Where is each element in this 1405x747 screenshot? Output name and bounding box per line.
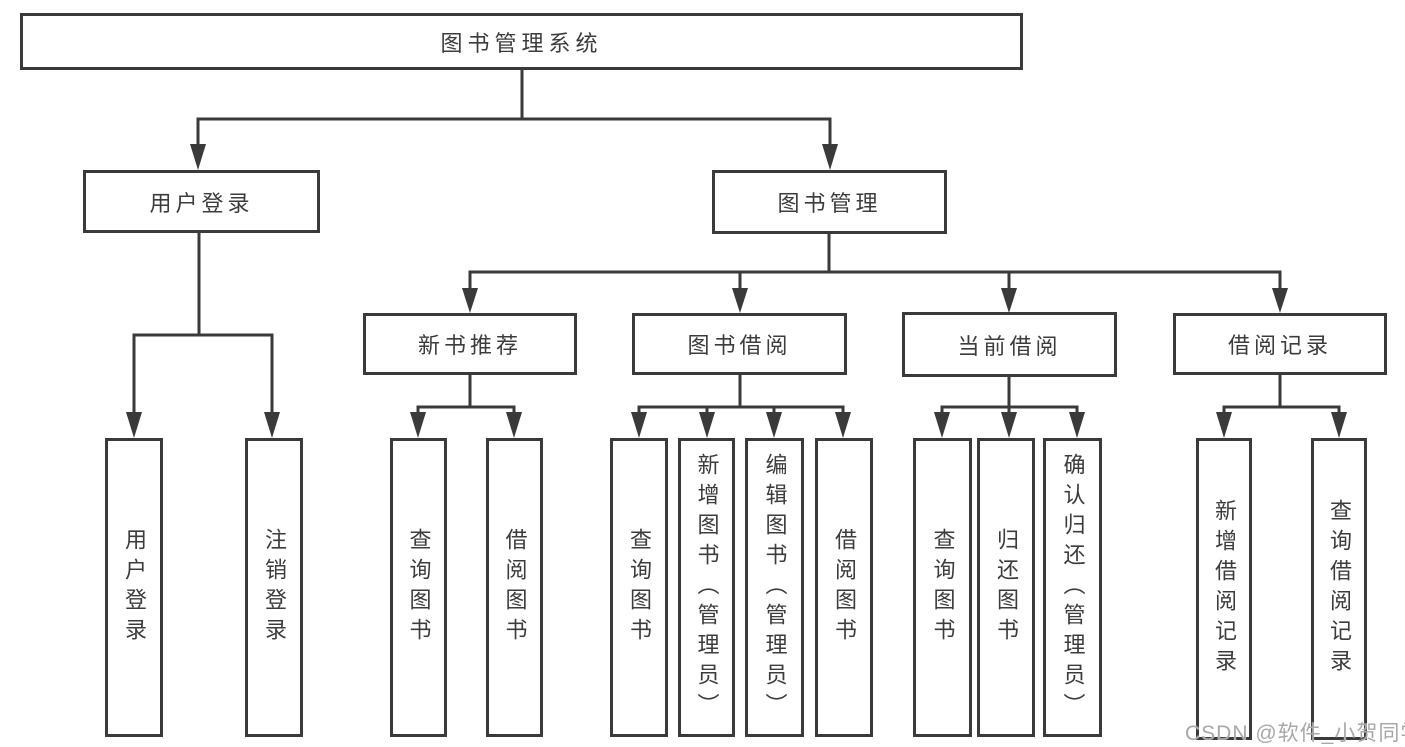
node-label: 借阅图书 [832,527,857,648]
leaf-records-query-borrow-record: 查询借阅记录 [1311,438,1367,740]
node-label: 新增借阅记录 [1212,499,1237,679]
node-label: 新增图书（管理员） [694,452,720,723]
node-label: 注销登录 [262,527,287,648]
node-library-management-system: 图书管理系统 [20,13,1023,70]
node-user-login: 用户登录 [83,170,320,233]
node-current-borrow: 当前借阅 [902,312,1117,377]
leaf-user-login: 用户登录 [105,438,163,737]
leaf-borrow-borrow-books: 借阅图书 [815,438,873,737]
node-new-book-recommend: 新书推荐 [363,313,577,375]
node-label: 用户登录 [149,190,254,216]
edge-current-subtree [940,377,1079,414]
leaf-records-add-borrow-record: 新增借阅记录 [1196,438,1252,740]
leaf-logout: 注销登录 [245,438,303,737]
leaf-current-query-books: 查询图书 [913,438,972,737]
node-label: 图书管理 [777,191,882,216]
node-label: 当前借阅 [957,333,1062,359]
edge-root-to-level2 [196,70,832,147]
node-book-management: 图书管理 [712,170,947,234]
leaf-current-confirm-return-admin: 确认归还（管理员） [1043,438,1102,737]
leaf-current-return-books: 归还图书 [977,438,1035,737]
leaf-borrow-query-books: 查询图书 [610,438,668,737]
edge-book-mgmt-to-level3 [468,233,1282,291]
node-label: 借阅图书 [502,527,528,648]
node-label: 借阅记录 [1227,333,1332,358]
arrowheads [126,144,1347,438]
node-book-borrow: 图书借阅 [632,313,847,375]
csdn-watermark: CSDN @软件_小贺同学 [1185,722,1405,745]
node-label: 查询图书 [627,527,652,648]
leaf-recommend-query-books: 查询图书 [390,438,447,737]
node-label: 查询图书 [406,527,432,648]
leaf-borrow-edit-books-admin: 编辑图书（管理员） [745,438,804,737]
node-label: 图书管理系统 [440,30,603,56]
node-label: 编辑图书（管理员） [762,452,788,723]
node-label: 查询图书 [930,527,956,648]
edge-user-login-subtree [132,233,274,414]
leaf-borrow-add-books-admin: 新增图书（管理员） [678,438,735,737]
node-label: 查询借阅记录 [1327,499,1352,679]
edge-records-subtree [1222,375,1341,414]
node-label: 归还图书 [994,527,1019,648]
edge-new-rec-subtree [416,375,516,414]
node-label: 新书推荐 [417,333,522,358]
edge-borrow-subtree [637,375,845,414]
node-borrow-records: 借阅记录 [1173,313,1387,375]
node-label: 用户登录 [122,527,147,648]
node-label: 确认归还（管理员） [1060,452,1086,723]
leaf-recommend-borrow-books: 借阅图书 [486,438,543,737]
node-label: 图书借阅 [687,333,792,358]
